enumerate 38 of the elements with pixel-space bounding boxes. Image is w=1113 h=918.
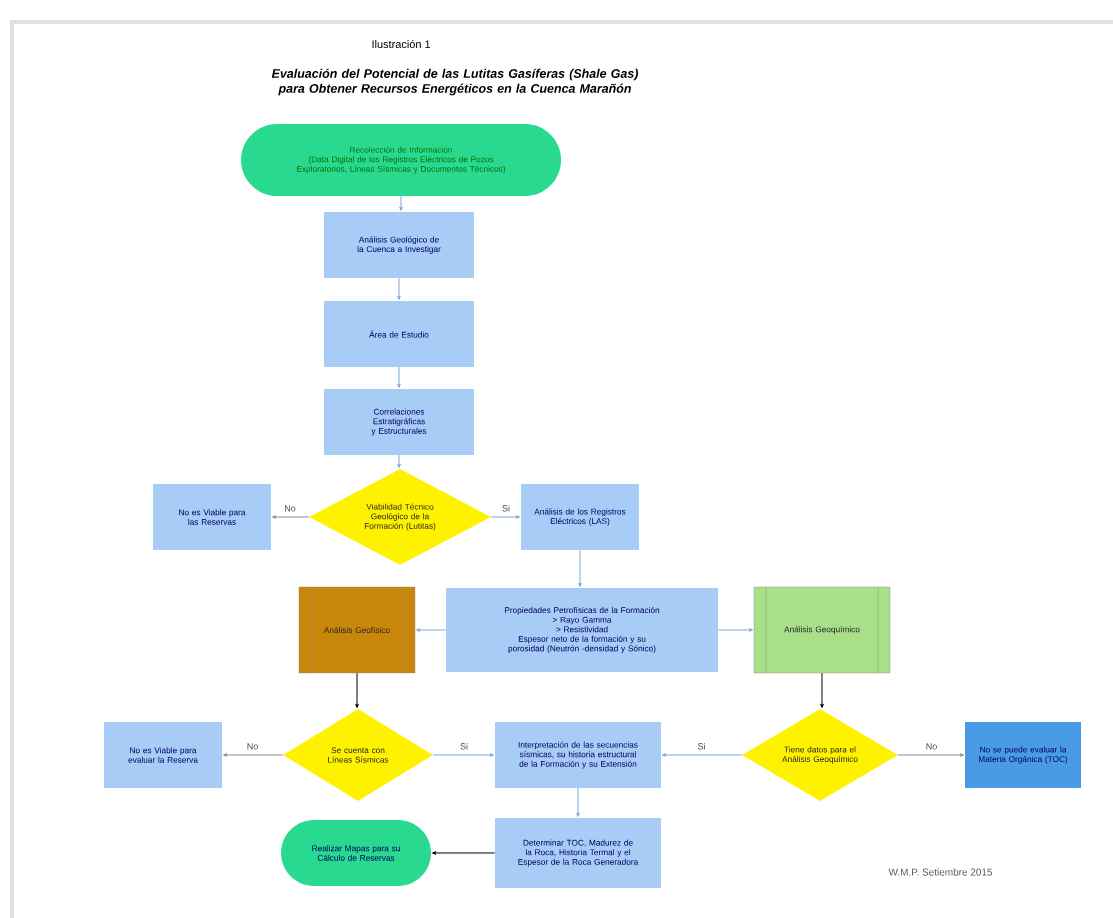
arrow: [578, 549, 582, 587]
process-box: Análisis Geológico de la Cuenca a Investigar: [324, 212, 474, 278]
arrow: [897, 753, 964, 757]
edge-label: Si: [697, 742, 705, 750]
arrow: [397, 366, 401, 388]
arrow: [223, 753, 284, 757]
arrow: [416, 628, 447, 632]
process-box: Correlaciones Estratigráficas y Estructurales: [324, 389, 474, 455]
process-box: Área de Estudio: [324, 301, 474, 367]
process-box: Propiedades Petrofísicas de la Formación > Rayo Gamma > Resistividad Espesor neto de la formación y su porosidad (Neutrón -densidad y Sónico): [446, 588, 718, 672]
process-box: No es Viable para las Reservas: [153, 484, 271, 550]
edge-label: Si: [460, 742, 468, 750]
arrow: [432, 851, 496, 855]
arrow: [397, 454, 401, 468]
arrow: [717, 628, 753, 632]
arrow: [820, 672, 824, 708]
arrow: [399, 195, 403, 211]
arrow: [662, 753, 743, 757]
arrow: [576, 787, 580, 817]
arrow: [397, 277, 401, 300]
edge-label: No: [285, 505, 296, 512]
arrow: [355, 672, 359, 708]
process-box: No es Viable para evaluar la Reserva: [104, 722, 222, 788]
title: Evaluación del Potencial de las Lutitas Gasíferas (Shale Gas) para Obtener Recursos Energéticos en la Cuenca Marañón: [271, 68, 639, 96]
author-note: W.M.P. Setiembre 2015: [888, 868, 992, 876]
process-box: Determinar TOC, Madurez de la Roca, Historia Termal y el Espesor de la Roca Generadora: [495, 818, 661, 888]
edge-label: No: [926, 743, 937, 750]
predefined-process-box: Análisis Geofísico: [298, 586, 416, 674]
arrow: [490, 515, 520, 519]
process-box: No se puede evaluar la Materia Orgánica (TOC): [965, 722, 1081, 788]
process-box: Interpretación de las secuencias sísmicas, su historia estructural de la Formación y su Extensión: [495, 722, 661, 788]
arrow: [272, 515, 310, 519]
predefined-process-box: Análisis Geoquímico: [753, 586, 891, 674]
edge-label: No: [247, 743, 258, 750]
figure-number: Ilustración 1: [372, 39, 431, 49]
edge-label: Si: [502, 504, 510, 512]
process-box: Análisis de los Registros Eléctricos (LAS): [521, 484, 639, 550]
arrow: [432, 753, 494, 757]
